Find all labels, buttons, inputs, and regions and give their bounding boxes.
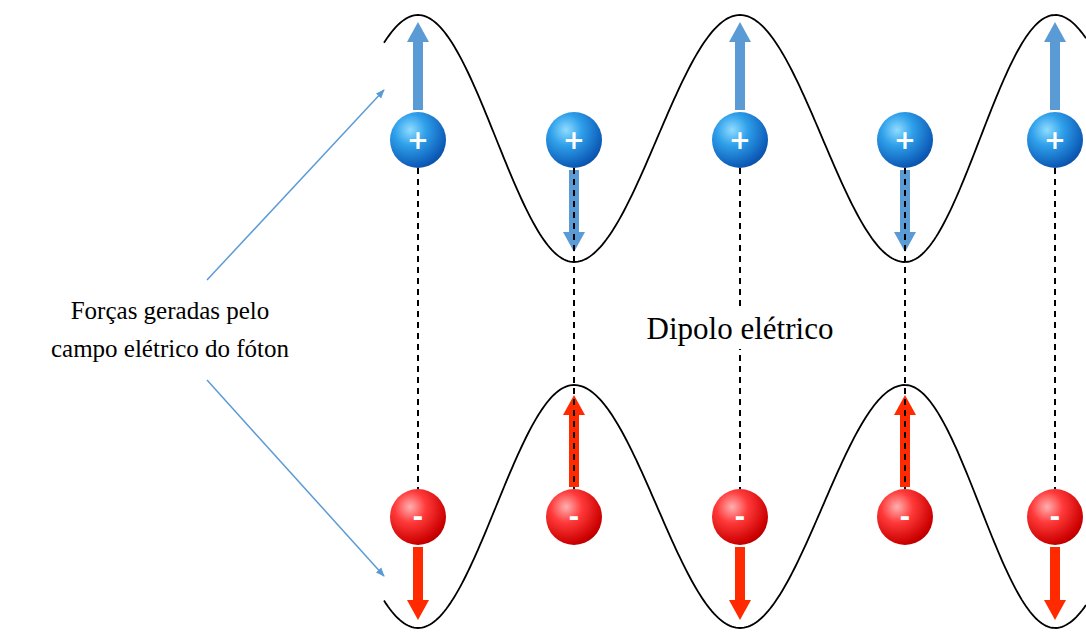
force-arrow	[729, 547, 751, 620]
positive-charge: +	[877, 112, 933, 168]
charge-sign: +	[729, 127, 751, 153]
charge-sign: +	[407, 127, 429, 153]
force-arrow	[407, 22, 429, 110]
negative-charge: -	[390, 489, 446, 545]
dipole-line	[417, 168, 419, 489]
positive-charge: +	[390, 112, 446, 168]
positive-charge: +	[712, 112, 768, 168]
force-arrow	[1044, 547, 1066, 620]
force-arrow	[894, 395, 916, 487]
force-arrow	[407, 547, 429, 620]
force-arrow	[729, 22, 751, 110]
positive-charge: +	[1027, 112, 1083, 168]
negative-charge: -	[546, 489, 602, 545]
wave-curve	[384, 15, 1086, 262]
negative-charge: -	[712, 489, 768, 545]
dipole-label: Dipolo elétrico	[641, 309, 840, 349]
annotation-text: Forças geradas pelo campo elétrico do fó…	[47, 292, 293, 367]
charge-sign: -	[1050, 504, 1061, 530]
force-arrow	[1044, 22, 1066, 110]
charge-sign: -	[900, 504, 911, 530]
wave-curve	[384, 385, 1086, 628]
dipole-line	[1054, 168, 1056, 489]
charge-sign: -	[735, 504, 746, 530]
positive-charge: +	[546, 112, 602, 168]
force-arrow	[563, 395, 585, 487]
leader-line	[207, 380, 384, 576]
negative-charge: -	[877, 489, 933, 545]
charge-sign: +	[563, 127, 585, 153]
charge-sign: +	[1044, 127, 1066, 153]
dipole-line	[904, 168, 906, 489]
charge-sign: -	[413, 504, 424, 530]
charge-sign: +	[894, 127, 916, 153]
leader-line	[207, 90, 384, 280]
dipole-line	[573, 168, 575, 489]
negative-charge: -	[1027, 489, 1083, 545]
charge-sign: -	[569, 504, 580, 530]
